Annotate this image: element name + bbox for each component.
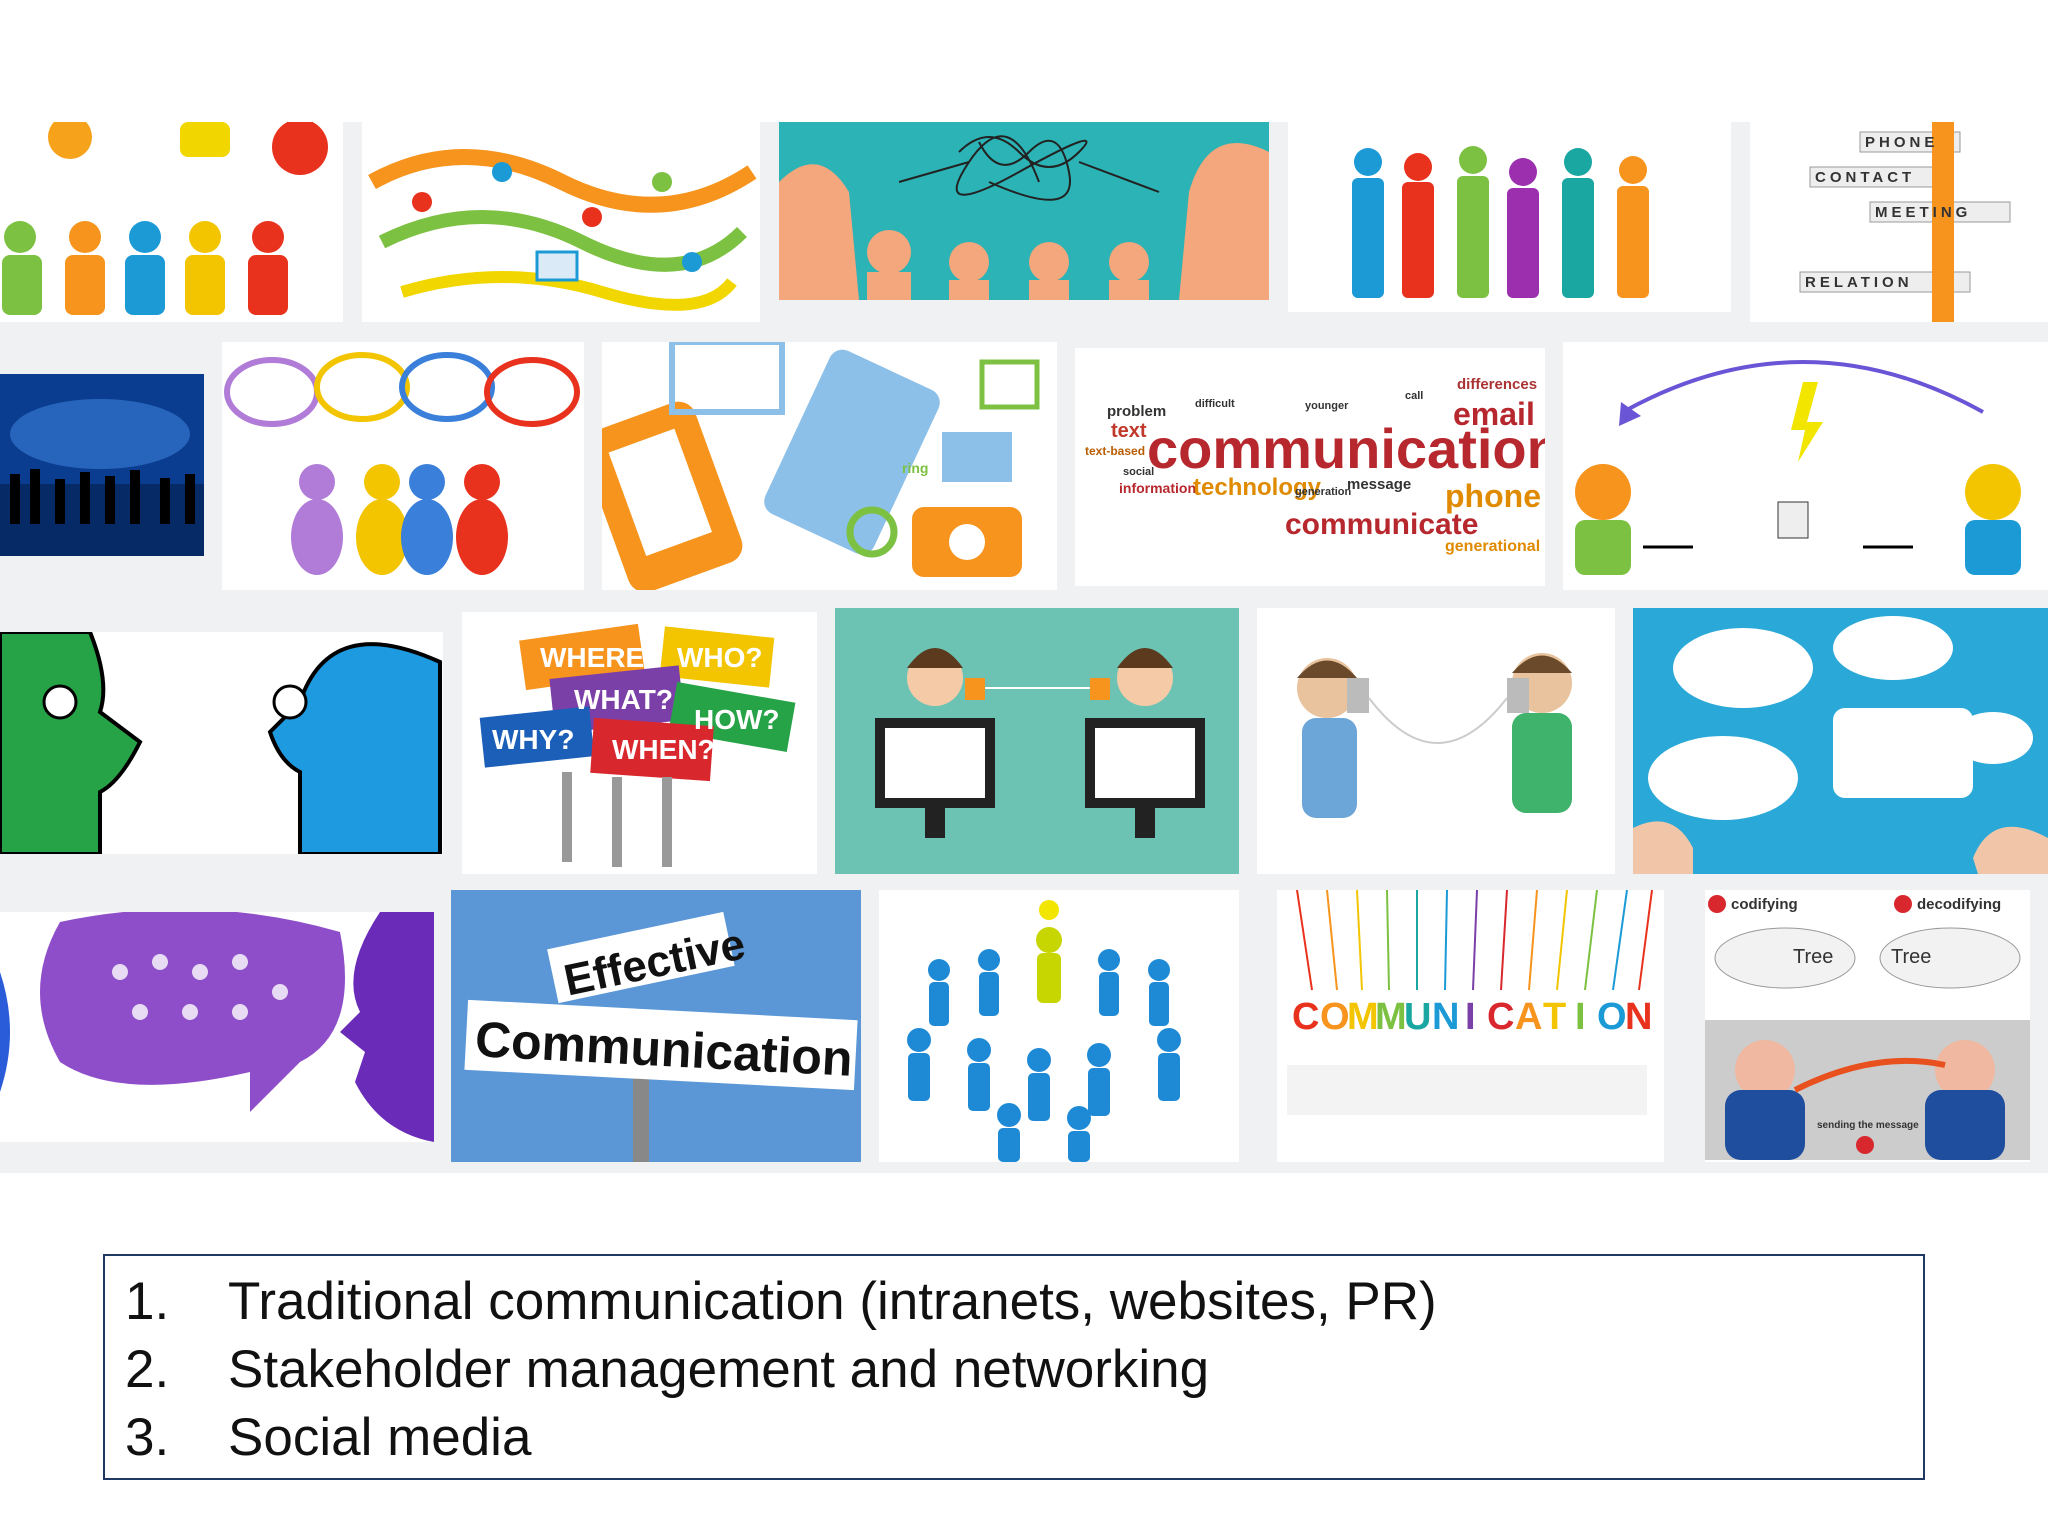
speech-bubbles-people-graphic (224, 352, 580, 575)
people-speech-icons-image (0, 122, 343, 322)
numbered-list-box: 1. Traditional communication (intranets,… (103, 1254, 1925, 1480)
sender-receiver-graphic (1575, 360, 2021, 575)
devices-icons-image: hi ring (602, 342, 1057, 590)
list-item-text: Stakeholder management and networking (228, 1340, 1210, 1399)
tag-letter-u: U (1404, 996, 1432, 1038)
tin-can-cartoon-graphic (875, 648, 1205, 838)
tag-letter-i1: I (1465, 996, 1476, 1038)
devices-bubble-hi-text: hi (644, 462, 668, 492)
image-collage: PHONE CONTACT MEETING RELATION (0, 122, 2048, 1173)
list-item-number: 1. (125, 1272, 170, 1331)
tangled-heads-graphic (779, 135, 1269, 300)
talking-heads-image (0, 632, 443, 854)
tag-letter-m2: M (1375, 996, 1407, 1038)
icon-head-graphic (0, 912, 434, 1142)
sign-how: HOW? (694, 704, 780, 735)
speech-bubbles-people-image (222, 342, 584, 590)
tag-letter-n1: N (1432, 996, 1460, 1038)
hands-bubbles-graphic (1633, 616, 2048, 874)
devices-icons-graphic (602, 342, 1040, 590)
word-cloud-email: email (1453, 396, 1535, 432)
word-cloud-differences: differences (1457, 376, 1538, 393)
business-people-image (1288, 122, 1731, 312)
sign-when: WHEN? (612, 734, 715, 765)
word-cloud-technology: technology (1193, 474, 1322, 501)
business-people-graphic (1352, 146, 1649, 298)
word-cloud-text-based: text-based (1085, 444, 1146, 458)
people-speech-icons-graphic (2, 122, 328, 315)
crowd-leader-graphic (907, 900, 1181, 1162)
tag-letter-t: T (1543, 996, 1567, 1038)
codify-label-codifying: codifying (1731, 896, 1798, 913)
letter-tags-image: C O M M U N I C A T I O N (1277, 890, 1664, 1162)
word-cloud-message: message (1347, 476, 1412, 493)
codify-bottom-label: sending the message (1817, 1120, 1919, 1131)
codify-diagram-image: codifying decodifying Tree Tree sending … (1705, 890, 2030, 1162)
sign-why: WHY? (492, 724, 575, 755)
tangled-heads-image (779, 122, 1269, 300)
effective-communication-image: Effective Communication (451, 890, 861, 1162)
tag-letter-a: A (1515, 996, 1543, 1038)
word-cloud-generation: generation (1295, 486, 1352, 498)
crossword-word-contact: CONTACT (1815, 169, 1916, 186)
list-item-number: 3. (125, 1408, 170, 1467)
world-silhouettes-image (0, 374, 204, 556)
codify-diagram-graphic (1705, 895, 2030, 1160)
icon-head-image (0, 912, 434, 1142)
tag-letter-o2: O (1597, 996, 1627, 1038)
tin-can-cartoon-image (835, 608, 1239, 874)
sign-who: WHO? (677, 642, 763, 673)
talking-heads-graphic (0, 632, 442, 854)
sign-where: WHERE? (540, 642, 662, 673)
sign-what: WHAT? (574, 684, 673, 715)
hands-bubbles-image (1633, 608, 2048, 874)
networking-flow-graphic (368, 149, 757, 311)
tag-letter-o1: O (1320, 996, 1350, 1038)
devices-ring-text: ring (902, 460, 929, 476)
crossword-image: PHONE CONTACT MEETING RELATION (1750, 122, 2048, 322)
question-signs-image: WHERE? WHO? WHAT? HOW? WHY? WHEN? (462, 612, 817, 874)
kids-tin-can-image (1257, 608, 1615, 874)
tag-letter-m1: M (1347, 996, 1379, 1038)
crowd-leader-image (879, 890, 1239, 1162)
crossword-word-phone: PHONE (1865, 134, 1939, 151)
tag-letter-c2: C (1487, 996, 1515, 1038)
crossword-word-meeting: MEETING (1875, 204, 1972, 221)
question-signs-graphic (479, 623, 796, 867)
networking-flow-image (362, 122, 760, 322)
word-cloud-social: social (1123, 466, 1155, 478)
effective-communication-graphic (451, 890, 861, 1162)
list-item-number: 2. (125, 1340, 170, 1399)
codify-word-right: Tree (1891, 946, 1932, 968)
word-cloud-communicate: communicate (1285, 508, 1479, 541)
codify-word-left: Tree (1793, 946, 1834, 968)
word-cloud-text: text (1111, 420, 1147, 442)
list-item-text: Social media (228, 1408, 532, 1467)
word-cloud-generational: generational (1445, 538, 1541, 555)
world-silhouettes-graphic (0, 399, 204, 556)
word-cloud-problem: problem (1107, 403, 1167, 420)
letter-tags-graphic (1287, 890, 1653, 1115)
sender-receiver-image (1563, 342, 2048, 590)
tag-letter-i2: I (1575, 996, 1586, 1038)
word-cloud-difficult: difficult (1195, 398, 1235, 410)
word-cloud-image: differences email problem text text-base… (1075, 348, 1545, 586)
word-cloud-call: call (1405, 390, 1424, 402)
crossword-graphic (1799, 122, 2011, 322)
tag-letter-c1: C (1292, 996, 1320, 1038)
crossword-word-relation: RELATION (1805, 274, 1913, 291)
word-cloud-information: information (1119, 480, 1196, 496)
kids-tin-can-graphic (1297, 653, 1572, 818)
word-cloud-younger: younger (1305, 400, 1349, 412)
tag-letter-n2: N (1625, 996, 1653, 1038)
list-item-text: Traditional communication (intranets, we… (228, 1272, 1437, 1331)
word-cloud-communication: communication (1147, 417, 1545, 480)
word-cloud-phone: phone (1445, 478, 1541, 514)
codify-label-decodifying: decodifying (1917, 896, 2002, 913)
